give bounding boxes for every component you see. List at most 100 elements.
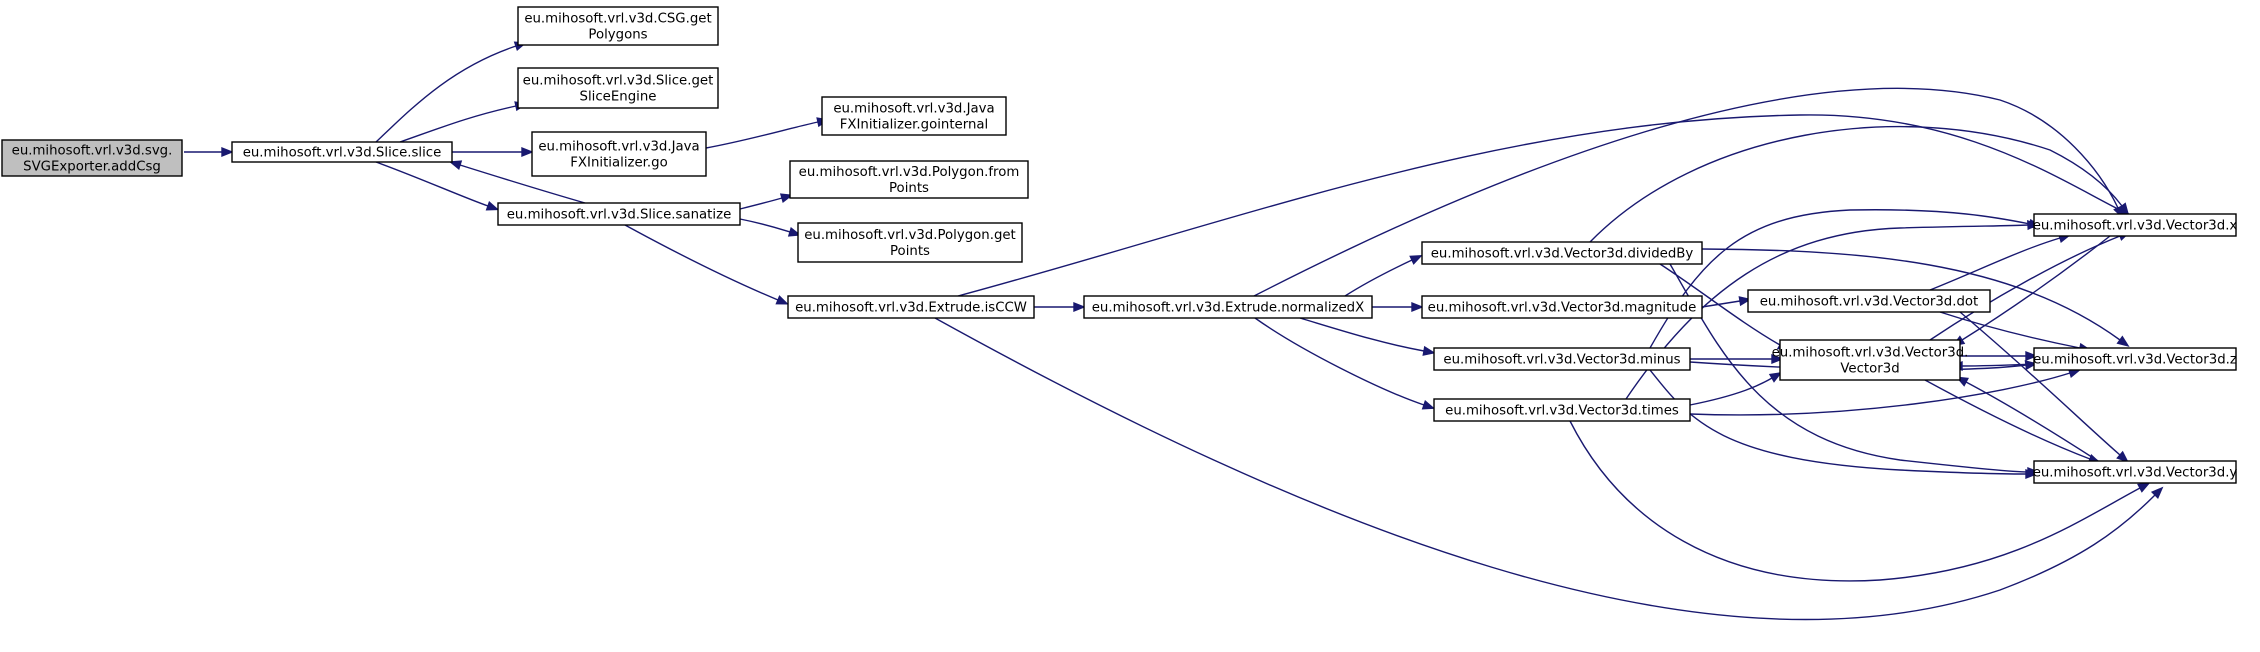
edge-dot-to-vz	[1939, 311, 2081, 349]
arrowhead-sanatize-to-slice	[448, 160, 463, 171]
node-box-vector3d[interactable]	[1779, 339, 1961, 381]
edge-magnitude-to-dot	[1701, 300, 1741, 308]
node-box-fromPoints[interactable]	[789, 160, 1029, 199]
edge-dividedBy-to-vector3d	[1659, 263, 1781, 346]
node-label-csgGetPolygons-line-0: eu.mihosoft.vrl.v3d.CSG.get	[524, 12, 711, 27]
node-box-minus[interactable]	[1433, 347, 1691, 371]
node-label-javafxGo-line-0: eu.mihosoft.vrl.v3d.Java	[538, 140, 699, 155]
node-box-getSliceEngine[interactable]	[517, 67, 719, 109]
node-box-addCsg[interactable]	[1, 139, 183, 177]
arrowhead-dividedBy-to-vz	[2116, 335, 2130, 347]
node-label-getPoints-line-1: Points	[890, 244, 930, 259]
arrowhead-times-to-vector3d	[1768, 372, 1783, 383]
node-box-times[interactable]	[1433, 398, 1691, 422]
node-label-vector3d-line-0: eu.mihosoft.vrl.v3d.Vector3d.	[1772, 346, 1969, 361]
edge-times-to-vector3d	[1689, 377, 1773, 406]
node-dot[interactable]: eu.mihosoft.vrl.v3d.Vector3d.dot	[1747, 289, 1991, 313]
node-slice[interactable]: eu.mihosoft.vrl.v3d.Slice.slice	[231, 141, 453, 163]
node-box-slice[interactable]	[231, 141, 453, 163]
node-gointernal[interactable]: eu.mihosoft.vrl.v3d.JavaFXInitializer.go…	[821, 96, 1007, 136]
node-label-fromPoints-line-0: eu.mihosoft.vrl.v3d.Polygon.from	[799, 165, 1020, 180]
node-label-addCsg-line-1: SVGExporter.addCsg	[23, 160, 161, 175]
arrowhead-minus-to-vy	[2025, 468, 2038, 480]
edge-sanatize-to-getPoints	[739, 218, 791, 233]
node-box-gointernal[interactable]	[821, 96, 1007, 136]
node-label-dividedBy-line-0: eu.mihosoft.vrl.v3d.Vector3d.dividedBy	[1431, 247, 1694, 262]
edge-normalizedX-to-vx	[1253, 87, 2119, 297]
arrowhead-normalizedX-to-magnitude	[1411, 301, 1424, 313]
node-vector3d[interactable]: eu.mihosoft.vrl.v3d.Vector3d.Vector3d	[1772, 339, 1969, 381]
node-box-normalizedX[interactable]	[1083, 295, 1373, 319]
node-box-vy[interactable]	[2033, 460, 2237, 484]
node-label-csgGetPolygons-line-1: Polygons	[588, 28, 647, 43]
arrowhead-minus-to-vector3d	[1771, 353, 1784, 365]
arrowhead-sanatize-to-getPoints	[787, 226, 802, 237]
node-addCsg[interactable]: eu.mihosoft.vrl.v3d.svg.SVGExporter.addC…	[1, 139, 183, 177]
arrowhead-times-to-vx	[2027, 220, 2040, 231]
node-label-times-line-0: eu.mihosoft.vrl.v3d.Vector3d.times	[1445, 404, 1679, 419]
edge-times-to-vy	[1569, 420, 2141, 582]
node-label-getPoints-line-0: eu.mihosoft.vrl.v3d.Polygon.get	[804, 228, 1016, 243]
node-vz[interactable]: eu.mihosoft.vrl.v3d.Vector3d.z	[2033, 347, 2237, 371]
node-box-getPoints[interactable]	[797, 222, 1023, 263]
edge-normalizedX-to-dividedBy	[1344, 259, 1413, 297]
node-minus[interactable]: eu.mihosoft.vrl.v3d.Vector3d.minus	[1433, 347, 1691, 371]
arrowhead-normalizedX-to-times	[1421, 400, 1436, 410]
node-box-javafxGo[interactable]	[531, 131, 707, 177]
node-label-addCsg-line-0: eu.mihosoft.vrl.v3d.svg.	[12, 144, 173, 159]
edge-vector3d-to-vy	[1924, 379, 2091, 460]
node-box-dividedBy[interactable]	[1421, 241, 1703, 265]
node-box-vx[interactable]	[2033, 213, 2237, 237]
node-box-csgGetPolygons[interactable]	[517, 6, 719, 46]
node-box-sanatize[interactable]	[497, 202, 741, 226]
edge-isCCW-to-vx	[957, 114, 2121, 297]
edge-slice-to-sanatize	[375, 161, 489, 207]
node-vy[interactable]: eu.mihosoft.vrl.v3d.Vector3d.y	[2033, 460, 2238, 484]
edge-slice-to-getSliceEngine	[399, 105, 517, 143]
node-label-magnitude-line-0: eu.mihosoft.vrl.v3d.Vector3d.magnitude	[1428, 301, 1697, 316]
node-box-magnitude[interactable]	[1421, 295, 1703, 319]
node-label-gointernal-line-1: FXInitializer.gointernal	[840, 118, 988, 133]
node-label-sanatize-line-0: eu.mihosoft.vrl.v3d.Slice.sanatize	[507, 208, 732, 223]
edge-vx-to-vector3d	[1961, 235, 2111, 341]
edge-sanatize-to-slice	[459, 164, 586, 204]
node-magnitude[interactable]: eu.mihosoft.vrl.v3d.Vector3d.magnitude	[1421, 295, 1703, 319]
edge-vz-to-vector3d	[1961, 363, 2035, 367]
node-isCCW[interactable]: eu.mihosoft.vrl.v3d.Extrude.isCCW	[787, 295, 1035, 319]
arrowhead-vector3d-to-vz	[2025, 350, 2038, 362]
arrowhead-dot-to-vy	[2116, 450, 2129, 463]
arrowhead-isCCW-to-vy	[2150, 486, 2164, 500]
node-label-dot-line-0: eu.mihosoft.vrl.v3d.Vector3d.dot	[1760, 295, 1979, 310]
node-box-dot[interactable]	[1747, 289, 1991, 313]
node-label-getSliceEngine-line-0: eu.mihosoft.vrl.v3d.Slice.get	[523, 74, 714, 89]
edge-dot-to-vx	[1929, 237, 2061, 291]
node-times[interactable]: eu.mihosoft.vrl.v3d.Vector3d.times	[1433, 398, 1691, 422]
node-normalizedX[interactable]: eu.mihosoft.vrl.v3d.Extrude.normalizedX	[1083, 295, 1373, 319]
node-label-vx-line-0: eu.mihosoft.vrl.v3d.Vector3d.x	[2033, 219, 2238, 234]
edge-dividedBy-to-vy	[1669, 263, 2029, 473]
call-nodes: eu.mihosoft.vrl.v3d.svg.SVGExporter.addC…	[1, 6, 2238, 484]
node-label-normalizedX-line-0: eu.mihosoft.vrl.v3d.Extrude.normalizedX	[1092, 301, 1364, 316]
node-sanatize[interactable]: eu.mihosoft.vrl.v3d.Slice.sanatize	[497, 202, 741, 226]
node-label-gointernal-line-0: eu.mihosoft.vrl.v3d.Java	[833, 102, 994, 117]
node-box-vz[interactable]	[2033, 347, 2237, 371]
edge-dividedBy-to-vx	[1589, 125, 2123, 243]
node-dividedBy[interactable]: eu.mihosoft.vrl.v3d.Vector3d.dividedBy	[1421, 241, 1703, 265]
arrowhead-sanatize-to-isCCW	[775, 295, 789, 305]
node-label-fromPoints-line-1: Points	[889, 181, 929, 196]
edge-vy-to-vector3d	[1965, 381, 2099, 462]
node-label-minus-line-0: eu.mihosoft.vrl.v3d.Vector3d.minus	[1443, 353, 1680, 368]
edge-times-to-vx	[1625, 224, 2029, 400]
edge-isCCW-to-vy	[934, 317, 2156, 621]
node-label-getSliceEngine-line-1: SliceEngine	[580, 90, 657, 105]
node-box-isCCW[interactable]	[787, 295, 1035, 319]
arrowhead-addCsg-to-slice	[221, 146, 234, 158]
arrowhead-times-to-vy	[2137, 482, 2151, 493]
edge-minus-to-vy	[1649, 369, 2027, 475]
node-vx[interactable]: eu.mihosoft.vrl.v3d.Vector3d.x	[2033, 213, 2238, 237]
